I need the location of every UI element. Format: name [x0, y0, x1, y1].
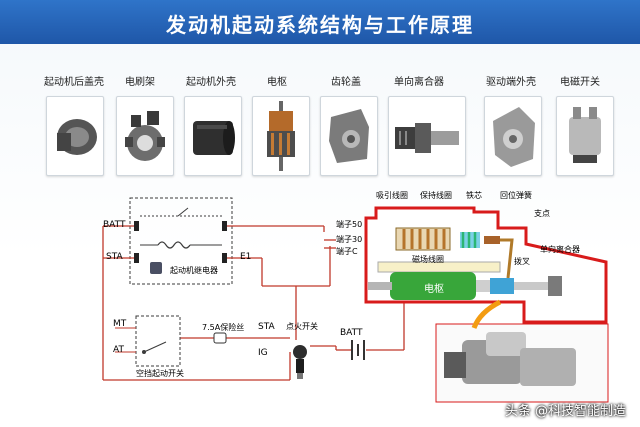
label-fork: 拨叉 [514, 257, 530, 266]
label-iron-core: 铁芯 [466, 191, 482, 200]
label-batt2: BATT [340, 328, 363, 338]
label-rear-cover: 起动机后盖壳 [44, 77, 104, 88]
label-housing: 起动机外壳 [186, 77, 236, 88]
label-terminal50: 端子50 [336, 220, 363, 229]
label-gear-cover: 齿轮盖 [331, 77, 361, 88]
armature-icon [252, 96, 310, 176]
housing-icon [184, 96, 242, 176]
label-field-coil: 磁场线圈 [412, 255, 444, 264]
label-ign-sta: STA [258, 322, 275, 332]
label-mt: MT [113, 319, 127, 329]
label-brush-holder: 电刷架 [125, 77, 155, 88]
label-relay: 起动机继电器 [170, 266, 218, 275]
label-one-way-clutch: 单向离合器 [394, 77, 444, 88]
rear-cover-icon [46, 96, 104, 176]
label-at: AT [113, 345, 124, 355]
label-solenoid-switch: 电磁开关 [560, 77, 600, 88]
label-clutch: 单向离合器 [540, 245, 580, 254]
gear-cover-icon [320, 96, 378, 176]
brush-holder-icon [116, 96, 174, 176]
label-ignition-switch: 点火开关 [286, 322, 318, 331]
label-batt: BATT [103, 220, 126, 230]
drive-end-housing-icon [484, 96, 542, 176]
label-armature-main: 电枢 [424, 284, 444, 295]
label-terminal30: 端子30 [336, 235, 363, 244]
label-terminalC: 端子C [336, 247, 358, 256]
one-way-clutch-icon [388, 96, 466, 176]
label-pull-coil: 吸引线圈 [376, 191, 408, 200]
watermark: 头条 @科技智能制造 [504, 404, 626, 419]
label-fuse: 7.5A保险丝 [202, 323, 245, 332]
label-neutral-switch: 空挡起动开关 [136, 369, 184, 378]
label-sta: STA [106, 252, 123, 262]
label-ig: IG [258, 348, 268, 358]
label-hold-coil: 保持线圈 [420, 191, 452, 200]
title-banner [0, 0, 640, 44]
label-armature: 电枢 [267, 77, 287, 88]
solenoid-switch-icon [556, 96, 614, 176]
label-e1: E1 [240, 252, 252, 262]
label-pivot: 支点 [534, 209, 550, 218]
label-return-spring: 回位弹簧 [500, 191, 532, 200]
label-drive-end-housing: 驱动端外壳 [486, 77, 536, 88]
page-title: 发动机起动系统结构与工作原理 [166, 13, 474, 37]
